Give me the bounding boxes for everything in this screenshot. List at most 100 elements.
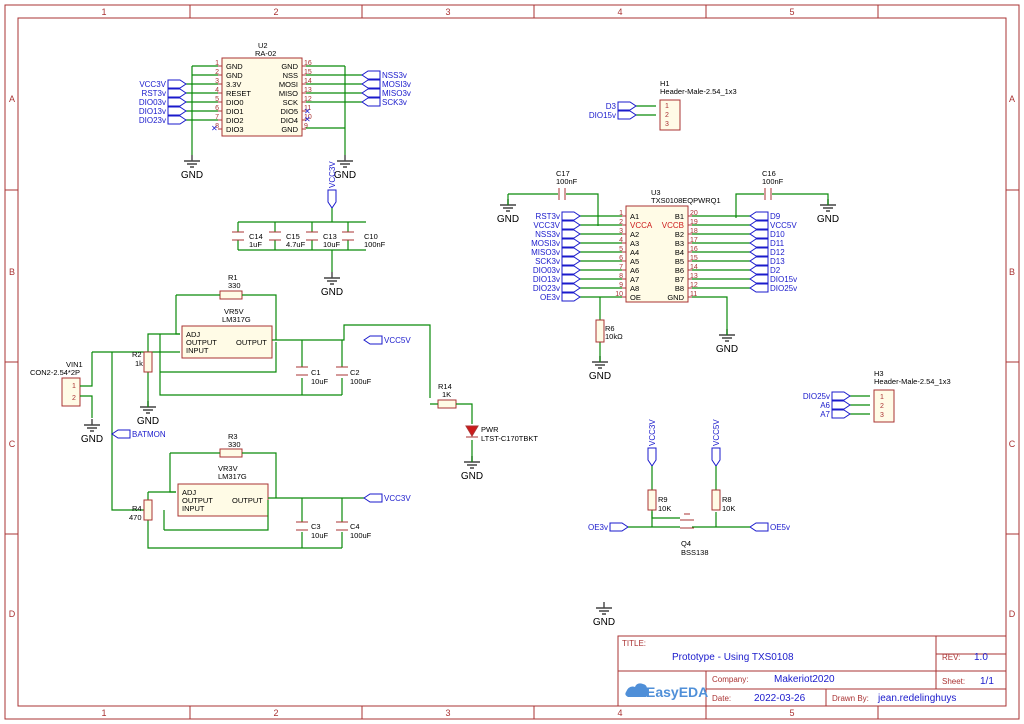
q4-vcc5v-net[interactable]: VCC5V [711,419,721,467]
net-label[interactable]: DIO03v [533,265,581,275]
net-label-text: OE3v [540,293,560,302]
u3-txs0108[interactable]: U3 TXS0108EQPWRQ1 A11VCCA2A23A34A45A56A6… [531,188,797,362]
u2-pin-name: DIO5 [280,107,298,116]
u3-pin-name: B5 [675,257,684,266]
sheet-value: 1/1 [980,676,994,687]
u2-pin-num: 6 [215,105,219,112]
u3-pin-num: 1 [619,210,623,217]
grid-col-label: 4 [617,708,622,718]
c17-capacitor[interactable]: C17 100nF [507,169,599,210]
pwr-led-circuit[interactable]: R14 1K PWR LTST-C170TBKT [430,382,538,462]
net-label[interactable]: DIO15v [589,110,637,120]
net-label[interactable]: OE3v [540,292,581,302]
net-label[interactable]: RST3v [142,88,187,98]
net-label[interactable]: D10 [749,229,785,239]
vr5v-pin: INPUT [186,346,209,355]
net-label[interactable]: MISO3v [361,88,411,98]
vcc3v-out-net[interactable]: VCC3V [363,493,411,503]
net-label[interactable]: D13 [749,256,785,266]
net-label-text: RST3v [142,89,166,98]
net-label[interactable]: RST3v [536,211,581,221]
net-label-text: DIO03v [533,266,560,275]
u3-pin-num: 20 [690,210,698,217]
net-label[interactable]: D12 [749,247,785,257]
u3-pin-num: 17 [690,237,698,244]
oe3v-net[interactable]: OE3v [588,522,629,532]
c10-ref: C10 [364,232,378,241]
r6-resistor[interactable]: R6 10kΩ [595,319,623,343]
net-label[interactable]: DIO25v [803,391,851,401]
net-label[interactable]: SCK3v [361,97,407,107]
h3-ref: H3 [874,369,884,378]
net-label[interactable]: DIO03v [139,97,187,107]
vr3v-value: LM317G [218,472,247,481]
net-label[interactable]: DIO15v [749,274,797,284]
q4-vcc3v-net[interactable]: VCC3V [647,419,657,467]
date-value: 2022-03-26 [754,693,806,704]
u3-pin-num: 9 [619,282,623,289]
net-label[interactable]: NSS3v [361,70,407,80]
r8-ref: R8 [722,495,732,504]
net-label[interactable]: DIO25v [749,283,797,293]
u2-pin-name: DIO4 [280,116,298,125]
oe5v-net[interactable]: OE5v [749,522,790,532]
batmon-net[interactable]: BATMON [111,429,166,439]
r3-value: 330 [228,440,241,449]
net-label[interactable]: D9 [749,211,781,221]
vr5v-regulator[interactable]: R1 330 VR5V LM317G ADJ OUTPUT INPUT OUTP… [92,273,431,407]
net-label[interactable]: D2 [749,265,781,275]
pwr-value: LTST-C170TBKT [481,434,538,443]
gnd-label: GND [497,214,519,225]
u2-pin-num: 2 [215,69,219,76]
net-label[interactable]: A7 [820,409,851,419]
net-label-text: D11 [770,239,785,248]
net-label[interactable]: A6 [820,400,851,410]
c2-value: 100uF [350,377,372,386]
net-label-text: MISO3v [382,89,411,98]
company-value: Makeriot2020 [774,674,835,685]
net-label[interactable]: MISO3v [531,247,581,257]
grid-col-label: 3 [445,708,450,718]
net-label[interactable]: MOSI3v [361,79,411,89]
net-label[interactable]: DIO23v [533,283,581,293]
vcc3v-decoupling-caps[interactable]: VCC3V C14 1uF C15 4.7uF C13 10uF C10 100… [232,161,386,272]
vcc3v-cap-net[interactable]: VCC3V [327,161,337,209]
sheet-label: Sheet: [942,677,965,686]
net-label-text: D13 [770,257,785,266]
net-label[interactable]: DIO13v [533,274,581,284]
grid-col-label: 5 [789,7,794,17]
net-label[interactable]: VCC5V [749,220,797,230]
c13-ref: C13 [323,232,337,241]
vin1-connector[interactable]: VIN1 CON2-2.54*2P 1 2 BATMON [30,352,166,511]
vcc5v-net[interactable]: VCC5V [363,335,411,345]
gnd-label: GND [817,214,839,225]
net-label[interactable]: D3 [606,101,637,111]
net-label[interactable]: D11 [749,238,785,248]
gnd-label: GND [593,617,615,628]
u3-pin-num: 5 [619,246,623,253]
gnd-label: GND [181,170,203,181]
c16-capacitor[interactable]: C16 100nF [735,169,829,218]
h3-value: Header-Male-2.54_1x3 [874,377,951,386]
vin1-pin: 2 [72,395,76,402]
r9-ref: R9 [658,495,668,504]
net-label-text: DIO15v [589,111,616,120]
r2-value: 1k [135,359,143,368]
net-label[interactable]: DIO23v [139,115,187,125]
net-label[interactable]: VCC3V [533,220,581,230]
u2-pin-num: 1 [215,60,219,67]
company-label: Company: [712,675,748,684]
net-label[interactable]: MOSI3v [531,238,581,248]
net-label[interactable]: VCC3V [139,79,187,89]
vr3v-regulator[interactable]: R3 330 VR3V LM317G ADJ OUTPUT INPUT OUTP… [129,432,411,549]
net-label-text: D10 [770,230,785,239]
grid-col-label: 3 [445,7,450,17]
r6-ref: R6 [605,324,615,333]
net-label[interactable]: DIO13v [139,106,187,116]
net-label[interactable]: SCK3v [535,256,581,266]
u2-ra02-module[interactable]: U2 RA-02 GND1GND23.3V3RESET4DIO05DIO16DI… [139,41,411,155]
net-label[interactable]: NSS3v [535,229,581,239]
